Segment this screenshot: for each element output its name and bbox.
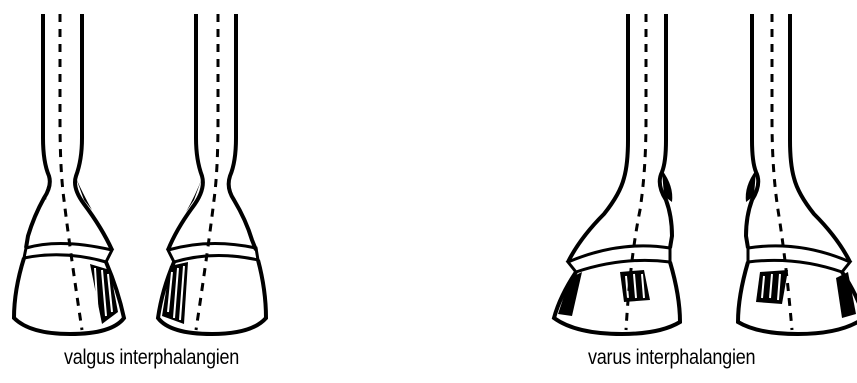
valgus-right-leg	[158, 14, 266, 334]
valgus-caption: valgus interphalangien	[64, 346, 239, 370]
varus-caption: varus interphalangien	[588, 346, 755, 370]
varus-right-leg	[738, 14, 857, 334]
varus-left-leg	[554, 14, 680, 334]
valgus-left-leg	[14, 14, 124, 334]
